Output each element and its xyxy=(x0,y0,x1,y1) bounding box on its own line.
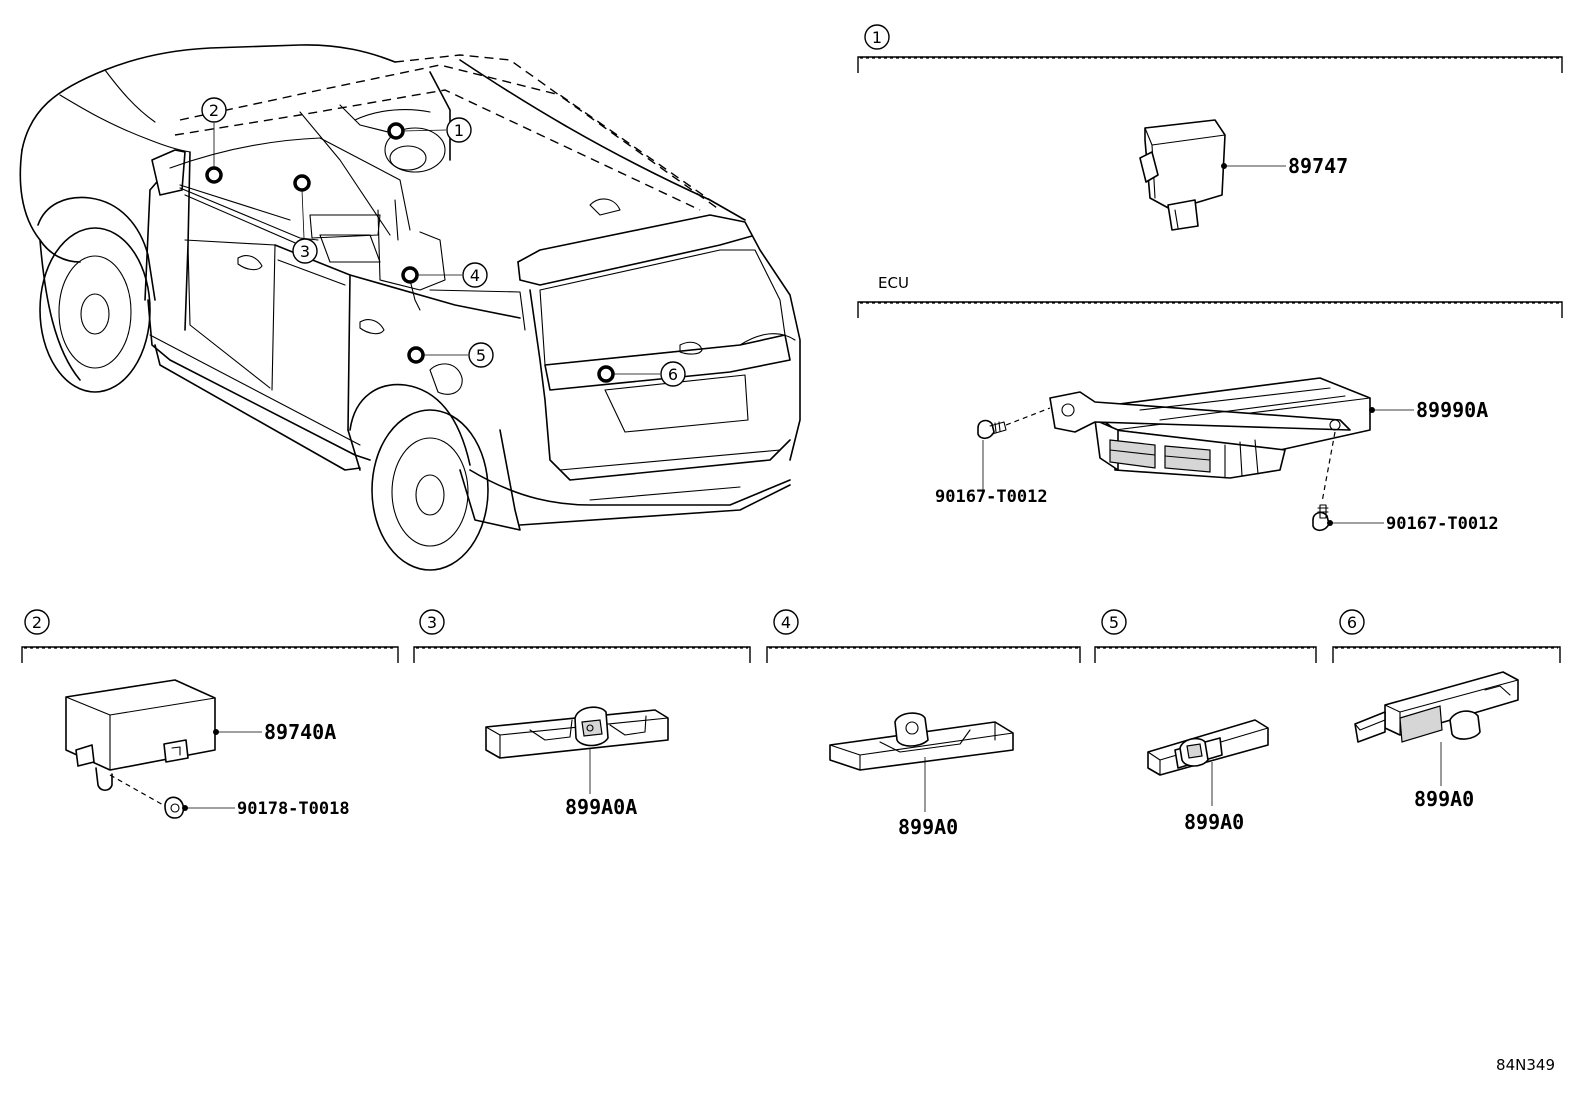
antenna-icon xyxy=(1147,719,1269,776)
svg-text:6: 6 xyxy=(668,365,678,384)
svg-text:4: 4 xyxy=(470,266,480,285)
sensor-module-icon xyxy=(65,679,216,792)
svg-text:3: 3 xyxy=(300,242,310,261)
callout-leaders xyxy=(213,123,660,375)
location-markers xyxy=(205,122,615,383)
clip-icon xyxy=(164,796,185,819)
part-90178-t0018-label: 90178-T0018 xyxy=(237,799,350,819)
svg-text:5: 5 xyxy=(1109,613,1119,632)
bolt-icon xyxy=(1312,504,1330,532)
part-90167-t0012-left-label: 90167-T0012 xyxy=(935,487,1048,507)
bolt-icon xyxy=(977,419,1007,440)
svg-text:2: 2 xyxy=(209,101,219,120)
antenna-icon xyxy=(485,706,669,759)
part-899a0-label-4: 899A0 xyxy=(898,815,958,839)
section-5: 5 899A0 xyxy=(1094,609,1317,834)
part-899a0-label-5: 899A0 xyxy=(1184,810,1244,834)
vehicle-cutaway-illustration xyxy=(19,44,801,571)
callout-2: 2 xyxy=(201,97,227,123)
svg-text:1: 1 xyxy=(872,28,882,47)
diagram-code: 84N349 xyxy=(1496,1056,1555,1074)
section-4: 4 899A0 xyxy=(766,609,1081,839)
part-89990a-label: 89990A xyxy=(1416,398,1488,422)
section-3: 3 899A0A xyxy=(413,609,751,819)
callout-3: 3 xyxy=(292,238,318,264)
callout-4: 4 xyxy=(462,262,488,288)
svg-text:1: 1 xyxy=(454,121,464,140)
part-899a0-label-6: 899A0 xyxy=(1414,787,1474,811)
part-899a0a-label: 899A0A xyxy=(565,795,637,819)
section-6: 6 899A0 xyxy=(1332,609,1561,811)
callout-5: 5 xyxy=(468,342,494,368)
antenna-icon xyxy=(1354,671,1519,743)
ecu-caption: ECU xyxy=(878,274,909,292)
part-90167-t0012-right-label: 90167-T0012 xyxy=(1386,514,1499,534)
svg-text:3: 3 xyxy=(427,613,437,632)
sensor-module-icon xyxy=(1139,119,1226,231)
svg-text:5: 5 xyxy=(476,346,486,365)
section-2: 2 89740A 90178-T0018 xyxy=(21,609,399,819)
antenna-icon xyxy=(829,712,1014,771)
part-89740a-label: 89740A xyxy=(264,720,336,744)
section-ecu: ECU 89990A xyxy=(857,274,1563,534)
callout-6: 6 xyxy=(660,361,686,387)
section-1: 1 89747 xyxy=(857,24,1563,231)
callout-1: 1 xyxy=(446,117,472,143)
svg-text:2: 2 xyxy=(32,613,42,632)
svg-text:4: 4 xyxy=(781,613,791,632)
part-89747-label: 89747 xyxy=(1288,154,1348,178)
ecu-module-icon xyxy=(1049,377,1371,479)
svg-text:6: 6 xyxy=(1347,613,1357,632)
